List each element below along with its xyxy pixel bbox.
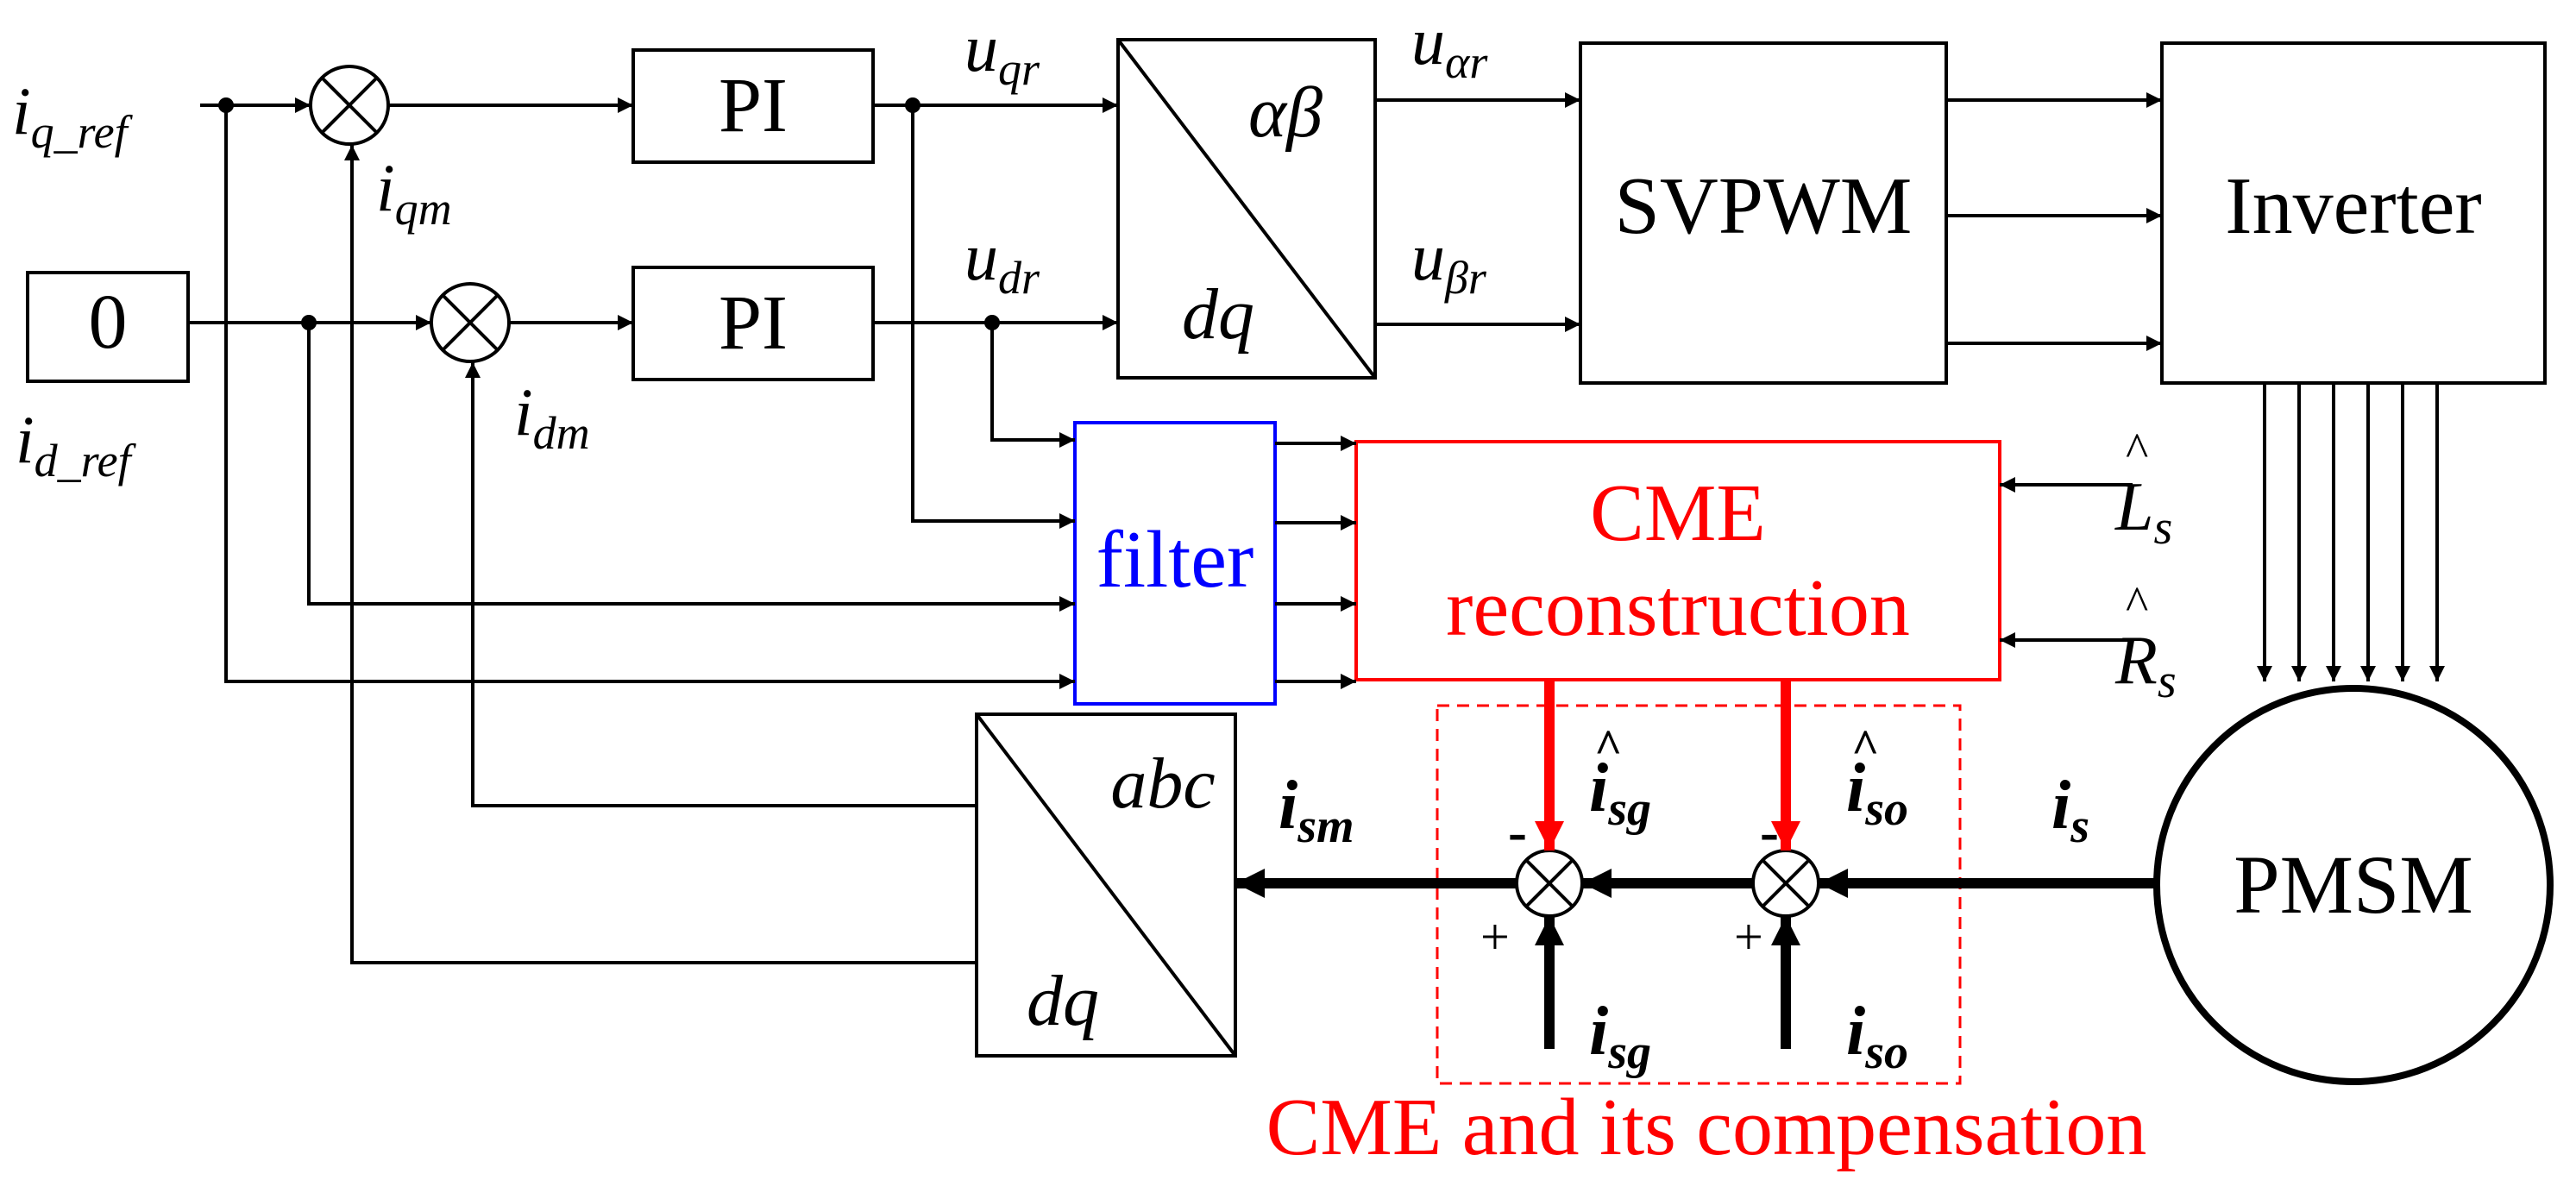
- svpwm-label: SVPWM: [1615, 161, 1913, 251]
- zero-label: 0: [89, 279, 128, 365]
- label-is: is: [2051, 768, 2089, 853]
- label-iso-hat: iso: [1846, 750, 1908, 836]
- label-idm: idm: [514, 374, 590, 459]
- label-ism: ism: [1279, 768, 1354, 853]
- label-rs-hat: Rs: [2114, 623, 2177, 708]
- svpwm-block: SVPWM: [1579, 41, 1948, 385]
- pi-q-label: PI: [719, 63, 788, 148]
- label-udr: udr: [964, 219, 1040, 304]
- cme-reconstruction-block: CME reconstruction: [1354, 440, 2001, 681]
- abc-top-label: abc: [1110, 744, 1215, 824]
- label-rs-hat-accent: ^: [2126, 577, 2148, 631]
- park-top-label: αβ: [1248, 72, 1323, 153]
- label-iq-ref: iq_ref: [12, 73, 134, 158]
- signal-wires: [188, 92, 2445, 964]
- label-ls-hat: Ls: [2114, 469, 2172, 555]
- inverse-park-block: abc dq: [975, 712, 1237, 1058]
- label-iso-hat-accent: ^: [1851, 720, 1880, 774]
- pi-q-block: PI: [631, 48, 875, 164]
- compensation-region: CME and its compensation: [1266, 704, 2147, 1172]
- label-uqr: uqr: [964, 10, 1040, 95]
- current-path: [1235, 869, 2157, 1049]
- compensation-caption: CME and its compensation: [1266, 1083, 2147, 1172]
- park-bottom-label: dq: [1182, 274, 1254, 355]
- label-u-beta-r: uβr: [1411, 219, 1487, 304]
- cme-estimate-arrows: [1535, 680, 1800, 851]
- label-isg: isg: [1589, 994, 1651, 1079]
- sign-minus-so: -: [1760, 800, 1779, 863]
- sign-plus-sg: +: [1480, 908, 1510, 965]
- cme-line2-label: reconstruction: [1446, 563, 1910, 653]
- zero-block: 0: [26, 271, 190, 383]
- sign-plus-so: +: [1734, 908, 1763, 965]
- branch-dots: [218, 97, 1000, 330]
- park-transform-block: αβ dq: [1116, 38, 1377, 380]
- pi-d-label: PI: [719, 280, 788, 366]
- cme-line1-label: CME: [1590, 468, 1766, 558]
- label-isg-hat-accent: ^: [1594, 720, 1623, 774]
- pmsm-label: PMSM: [2234, 838, 2473, 931]
- filter-block: filter: [1073, 421, 1277, 706]
- label-isg-hat: isg: [1589, 750, 1651, 836]
- label-id-ref: id_ref: [16, 402, 137, 487]
- filter-label: filter: [1096, 515, 1254, 605]
- label-ls-hat-accent: ^: [2126, 424, 2148, 477]
- sign-minus-sg: -: [1508, 800, 1527, 863]
- label-iso: iso: [1846, 994, 1908, 1079]
- sum-junction-q: [309, 65, 390, 146]
- pmsm-motor: PMSM: [2153, 685, 2554, 1085]
- pi-d-block: PI: [631, 266, 875, 381]
- label-u-alpha-r: uαr: [1411, 3, 1488, 88]
- label-iqm: iqm: [376, 150, 452, 235]
- abc-bottom-label: dq: [1027, 961, 1099, 1041]
- sum-junction-d: [430, 282, 511, 363]
- inverter-block: Inverter: [2160, 41, 2547, 385]
- inverter-label: Inverter: [2225, 161, 2481, 251]
